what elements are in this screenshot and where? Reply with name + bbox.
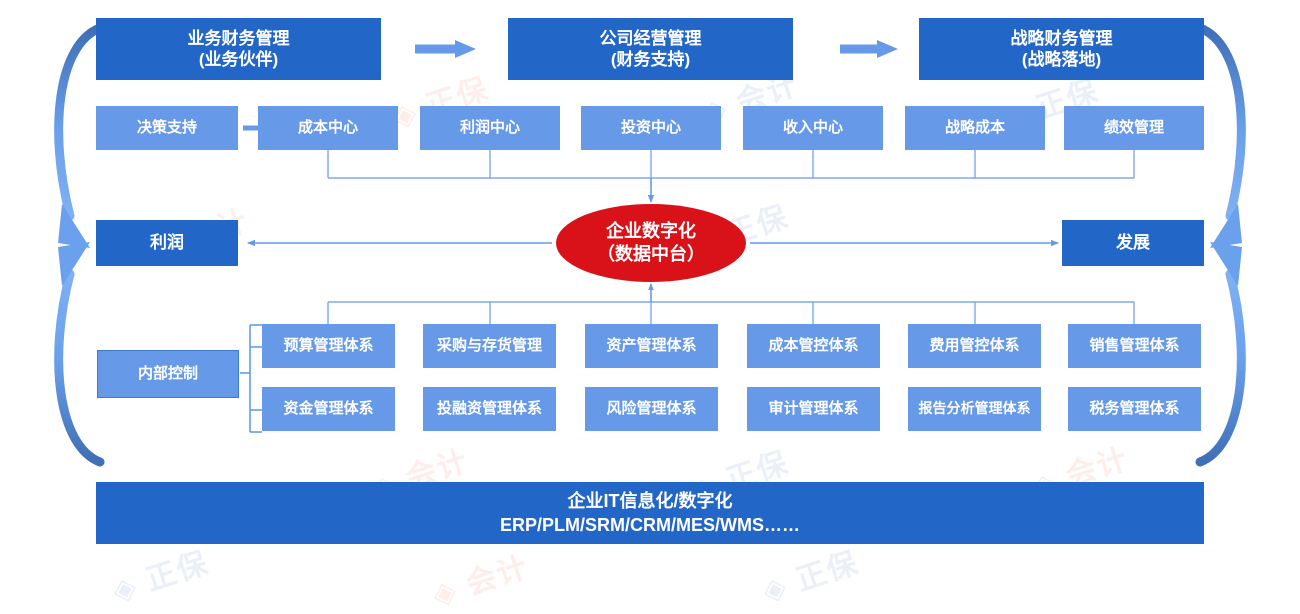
right-bottom-arc — [1195, 242, 1246, 467]
footer-banner-label: 企业IT信息化/数字化 ERP/PLM/SRM/CRM/MES/WMS…… — [500, 490, 800, 535]
system-box-sales[interactable]: 销售管理体系 — [1068, 324, 1201, 368]
internal-control-label: 内部控制 — [137, 364, 198, 382]
center-box-label: 利润中心 — [459, 118, 520, 136]
system-box-risk[interactable]: 风险管理体系 — [585, 387, 718, 431]
center-box-label: 成本中心 — [297, 118, 358, 136]
center-box-cost-center[interactable]: 成本中心 — [258, 106, 398, 150]
system-box-label: 税务管理体系 — [1089, 399, 1180, 417]
center-box-label: 投资中心 — [620, 118, 681, 136]
system-box-funds[interactable]: 资金管理体系 — [262, 387, 395, 431]
system-box-investment-financing[interactable]: 投融资管理体系 — [423, 387, 556, 431]
top-box-business-finance[interactable]: 业务财务管理 (业务伙伴) — [96, 18, 381, 80]
system-box-budget[interactable]: 预算管理体系 — [262, 324, 395, 368]
core-box-profit[interactable]: 利润 — [96, 220, 238, 266]
system-box-label: 预算管理体系 — [283, 336, 374, 354]
center-box-label: 决策支持 — [136, 118, 197, 136]
system-box-label: 审计管理体系 — [768, 399, 859, 417]
system-box-cost-control[interactable]: 成本管控体系 — [747, 324, 880, 368]
center-row-to-hub-wires — [327, 150, 1135, 179]
system-box-asset[interactable]: 资产管理体系 — [585, 324, 718, 368]
top-box-label: 业务财务管理 (业务伙伴) — [187, 28, 290, 69]
system-box-procurement-inventory[interactable]: 采购与存货管理 — [423, 324, 556, 368]
center-box-label: 战略成本 — [944, 118, 1005, 136]
core-box-development[interactable]: 发展 — [1062, 220, 1204, 266]
system-box-tax[interactable]: 税务管理体系 — [1068, 387, 1201, 431]
top-box-strategic-finance[interactable]: 战略财务管理 (战略落地) — [919, 18, 1204, 80]
top-box-company-operations[interactable]: 公司经营管理 (财务支持) — [508, 18, 793, 80]
system-box-label: 采购与存货管理 — [436, 336, 542, 354]
core-box-label: 利润 — [150, 233, 184, 253]
system-box-label: 资产管理体系 — [606, 336, 697, 354]
right-top-arc — [1195, 23, 1246, 248]
system-box-label: 资金管理体系 — [283, 399, 374, 417]
system-box-expense-control[interactable]: 费用管控体系 — [908, 324, 1041, 368]
system-box-label: 销售管理体系 — [1089, 336, 1180, 354]
system-box-label: 投融资管理体系 — [436, 399, 542, 417]
left-top-arc — [54, 23, 105, 248]
system-box-label: 风险管理体系 — [606, 399, 697, 417]
center-box-profit-center[interactable]: 利润中心 — [420, 106, 560, 150]
center-box-performance-mgmt[interactable]: 绩效管理 — [1064, 106, 1204, 150]
center-box-strategic-cost[interactable]: 战略成本 — [905, 106, 1045, 150]
center-box-label: 绩效管理 — [1103, 118, 1164, 136]
top-arrow-2 — [840, 40, 898, 58]
center-box-decision-support[interactable]: 决策支持 — [96, 106, 238, 150]
core-box-label: 发展 — [1116, 233, 1150, 253]
center-box-revenue-center[interactable]: 收入中心 — [743, 106, 883, 150]
system-box-label: 费用管控体系 — [929, 336, 1020, 354]
top-box-label: 战略财务管理 (战略落地) — [1010, 28, 1113, 69]
center-box-label: 收入中心 — [782, 118, 843, 136]
top-box-label: 公司经营管理 (财务支持) — [599, 28, 702, 69]
system-box-audit[interactable]: 审计管理体系 — [747, 387, 880, 431]
hub-label: 企业数字化 （数据中台） — [597, 220, 705, 264]
systems-to-hub-wires — [327, 301, 1135, 324]
center-box-investment-center[interactable]: 投资中心 — [581, 106, 721, 150]
footer-banner-it-digitalization[interactable]: 企业IT信息化/数字化 ERP/PLM/SRM/CRM/MES/WMS…… — [96, 482, 1204, 544]
hub-enterprise-digitalization[interactable]: 企业数字化 （数据中台） — [556, 204, 746, 282]
diagram-canvas: ◈ 正保 ◈ 会计 ◈ 正保 ◈ 会计 ◈ 正保 ◈ 会计 ◈ 正保 ◈ 会计 … — [54, 18, 1246, 612]
internal-control-box[interactable]: 内部控制 — [97, 350, 239, 398]
left-bottom-arc — [54, 242, 105, 467]
system-box-report-analysis[interactable]: 报告分析管理体系 — [908, 387, 1041, 431]
system-box-label: 成本管控体系 — [768, 336, 859, 354]
system-box-label: 报告分析管理体系 — [918, 400, 1031, 417]
top-arrow-1 — [415, 40, 476, 58]
internal-control-bracket — [240, 324, 262, 433]
